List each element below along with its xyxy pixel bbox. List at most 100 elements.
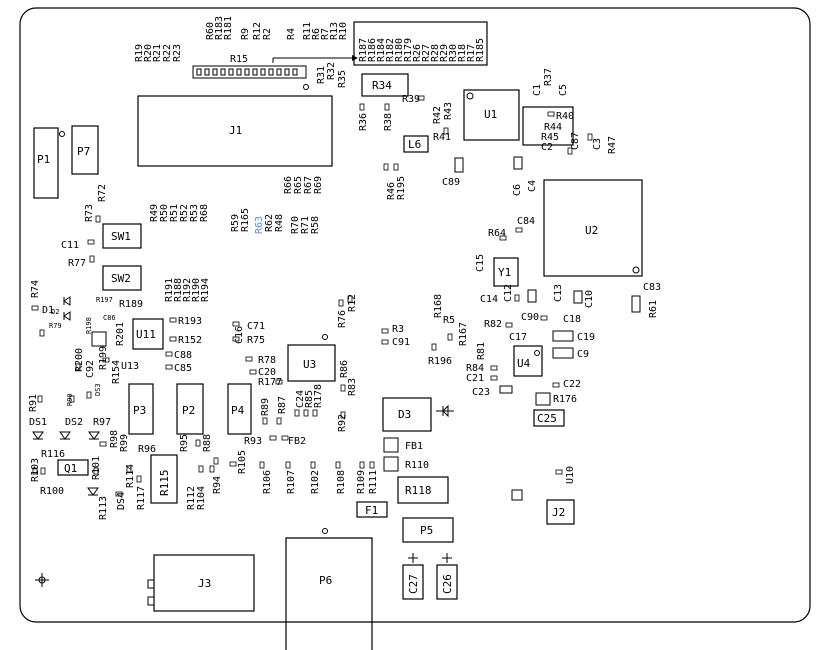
r102-label: R108 [336, 470, 347, 494]
designator-r32-label: R32 [326, 62, 337, 80]
top-resistors-a: R60 R183 R181 R9 R12 R2 R4 R11 R6 R7 R13… [205, 16, 349, 40]
p4-label: P4 [231, 404, 245, 417]
r72-label: R73 [84, 204, 95, 222]
q1-label: Q1 [64, 462, 77, 475]
r95-label: R88 [202, 434, 213, 452]
r188-r192-group: R191 R188 R192 R190 R194 [164, 278, 211, 302]
r78-label: C20 [258, 367, 276, 378]
r177-label: R86 [339, 360, 350, 378]
designator-r28-label: R28 [430, 44, 441, 62]
board-outline [19, 7, 811, 623]
f1-label: F1 [365, 504, 378, 517]
u2-outline [543, 179, 643, 277]
designator-r47-label: R47 [607, 136, 618, 154]
r108-label: R109 [356, 470, 367, 494]
designator-r18-label: R18 [457, 44, 468, 62]
designator-r165-label: R165 [240, 208, 251, 232]
designator-r26-label: R26 [412, 44, 423, 62]
c9-label: C15 [475, 254, 486, 272]
r5-label: R3 [392, 324, 404, 335]
designator-r51-label: R51 [169, 204, 180, 222]
header-strip [192, 65, 307, 79]
r45-label: C2 [541, 142, 553, 153]
sw2-label: SW2 [111, 272, 131, 285]
c71-label: R75 [247, 335, 265, 346]
p5-outline [402, 517, 454, 543]
origin-marker [35, 573, 49, 587]
r86-label: R83 [347, 378, 358, 396]
designator-r178-label: R178 [313, 384, 324, 408]
designator-r37-label: R37 [543, 68, 554, 86]
r115-label: R115 [158, 470, 171, 497]
j1-label: J1 [229, 124, 242, 137]
ds2-label: R97 [93, 417, 111, 428]
c26-outline [436, 564, 458, 600]
designator-c1-label: C1 [532, 84, 543, 96]
designator-r62-label: R62 [264, 214, 275, 232]
designator-r60-label: R60 [205, 22, 216, 40]
designator-r200-label: R200 [74, 348, 85, 372]
c86-label: R189 [119, 299, 143, 310]
designator-r194-label: R194 [200, 278, 211, 302]
r79-label: R197 [96, 296, 113, 304]
r118-outline [397, 476, 449, 504]
r83-label: R84 [466, 363, 484, 374]
r61-label: C88 [174, 350, 192, 361]
p2-label: P2 [182, 404, 195, 417]
designator-c24-label: C24 [295, 390, 306, 408]
u10-outline [511, 489, 523, 501]
r104-label: R94 [212, 476, 223, 494]
designator-r66-label: R66 [283, 176, 294, 194]
sw1-label: SW1 [111, 230, 131, 243]
r115-outline [150, 454, 178, 504]
u11-label: U11 [136, 328, 156, 341]
designator-r30-label: R30 [448, 44, 459, 62]
designator-r63-label: R63 [254, 216, 265, 234]
p3-label: P3 [133, 404, 146, 417]
r199-r201-group: R200 C92 R199 R154 [74, 346, 122, 384]
r89-label: R87 [277, 396, 288, 414]
d1-label: D2 [51, 308, 59, 316]
designator-r23-label: R23 [172, 44, 183, 62]
r81-label: R82 [484, 319, 502, 330]
r106-label: R107 [286, 470, 297, 494]
r196-label: R81 [476, 342, 487, 360]
fb2-label: FB1 [405, 441, 423, 452]
d3-label: D3 [398, 408, 411, 421]
designator-r43-label: R43 [443, 102, 454, 120]
designator-c87-label: C87 [570, 132, 581, 150]
p5-label: P5 [420, 524, 433, 537]
resistor-array-box [522, 106, 574, 146]
u4-label: U4 [517, 357, 531, 370]
d3-outline [382, 397, 432, 432]
smd-pads [31, 95, 593, 497]
designator-r29-label: R29 [439, 44, 450, 62]
designator-r35-label: R35 [337, 70, 348, 88]
designator-r190-label: R190 [191, 278, 202, 302]
r113-label: R112 [186, 486, 197, 510]
designator-r6-label: R6 [311, 28, 322, 40]
f1-outline [356, 501, 388, 518]
designator-r12-label: R12 [347, 294, 358, 312]
d3-diode-symbol [436, 404, 454, 418]
u11-outline [132, 318, 164, 350]
c17-label: C19 [577, 332, 595, 343]
sw1-outline [102, 223, 142, 249]
j2-label: J2 [552, 506, 565, 519]
p4-outline [227, 383, 252, 435]
p6-label: P6 [319, 574, 332, 587]
designator-r187-label: R187 [358, 38, 369, 62]
r197-label: R198 [85, 317, 93, 334]
designator-r42-label: R42 [432, 106, 443, 124]
j3-label: J3 [198, 577, 211, 590]
designator-r52-label: R52 [179, 204, 190, 222]
r43-label: R41 [433, 132, 451, 143]
designator-r10-label: R10 [338, 22, 349, 40]
r194-label: R193 [178, 316, 202, 327]
boxed-group-labels: R187 R186 R184 R182 R180 R179 R26 R27 R2… [358, 38, 486, 62]
designator-c3-label: C3 [592, 138, 603, 150]
designator-r11-label: R11 [302, 22, 313, 40]
c4-label: C84 [517, 216, 535, 227]
l6-label: L6 [408, 138, 421, 151]
c21-label: C22 [563, 379, 581, 390]
